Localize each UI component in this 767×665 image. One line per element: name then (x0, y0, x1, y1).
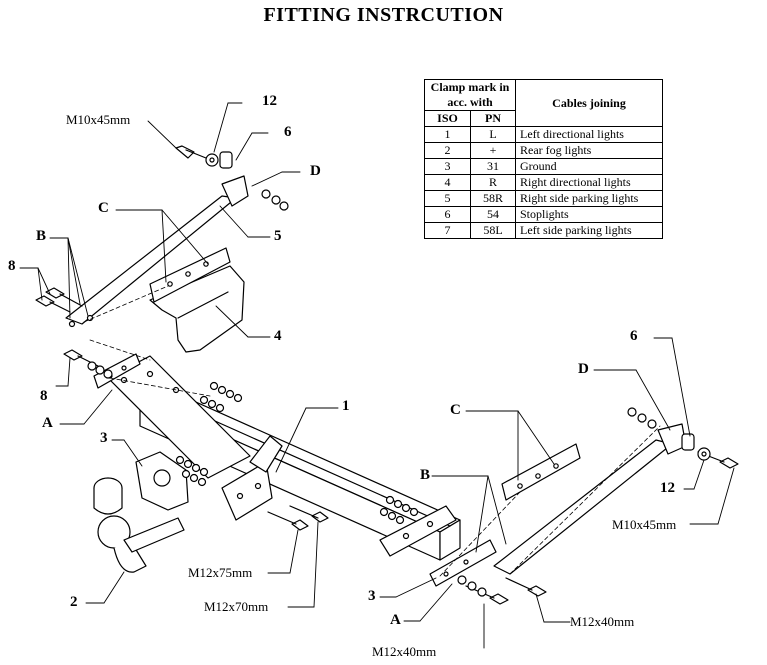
legend-pn: 58R (470, 190, 516, 207)
part-6-top-label: 6 (284, 124, 292, 140)
part-6-right-label: 6 (630, 328, 638, 344)
legend-desc: Right directional lights (515, 174, 663, 191)
bolt-m10x45-top-label: M10x45mm (66, 112, 131, 127)
part-12-right-label: 12 (660, 480, 675, 496)
table-row: 2+Rear fog lights (423, 142, 663, 159)
socket-bracket-part-3 (136, 452, 188, 510)
tow-ball-part-2 (94, 478, 184, 572)
letter-c-left-label: C (98, 200, 109, 216)
legend-col-pn: PN (470, 110, 516, 127)
letter-b-left-label: B (36, 228, 47, 244)
bolt-m12x40-bottom-label: M12x40mm (372, 644, 437, 659)
legend-header-clamp: Clamp mark in acc. with (424, 79, 516, 111)
letter-a-bottom-label: A (390, 612, 401, 628)
bolt-m10x45-right-label: M10x45mm (612, 517, 677, 532)
part-1-label: 1 (342, 398, 350, 414)
right-side-strap (494, 424, 686, 574)
cable-legend-table: Clamp mark in acc. with Cables joining I… (423, 79, 663, 239)
part-5-label: 5 (274, 228, 282, 244)
part-3-left-label: 3 (100, 430, 108, 446)
nuts-and-washers (88, 152, 710, 596)
tow-ball-plate (222, 436, 282, 520)
legend-iso: 7 (423, 222, 472, 239)
legend-desc: Left side parking lights (515, 222, 663, 239)
right-beam-plate (380, 506, 456, 556)
part-12-top-label: 12 (262, 93, 277, 109)
bolt-m12x75-label: M12x75mm (188, 565, 253, 580)
letter-d-top-label: D (310, 163, 321, 179)
bolt-m12x70-label: M12x70mm (204, 599, 269, 614)
part-3-bottom-label: 3 (368, 588, 376, 604)
part-8-top-label: 8 (8, 258, 16, 274)
leader-lines (20, 103, 734, 648)
assembly-dashed-lines (84, 286, 660, 576)
left-side-strap-part-5 (66, 176, 248, 327)
part-2-label: 2 (70, 594, 78, 610)
right-lower-plate-a (430, 540, 496, 586)
letter-c-right-label: C (450, 402, 461, 418)
part-8-bottom-label: 8 (40, 388, 48, 404)
part-4-label: 4 (274, 328, 282, 344)
legend-iso: 4 (423, 174, 472, 191)
bolt-m12x40-right-label: M12x40mm (570, 614, 635, 629)
left-bracket-part-4 (150, 266, 244, 352)
letter-d-right-label: D (578, 361, 589, 377)
page-title: FITTING INSTRCUTION (263, 4, 504, 26)
letter-b-right-label: B (420, 467, 431, 483)
legend-desc: Rear fog lights (515, 142, 663, 159)
legend-desc: Right side parking lights (515, 190, 663, 207)
letter-a-left-label: A (42, 415, 53, 431)
right-spacer-plate-c (502, 444, 580, 500)
